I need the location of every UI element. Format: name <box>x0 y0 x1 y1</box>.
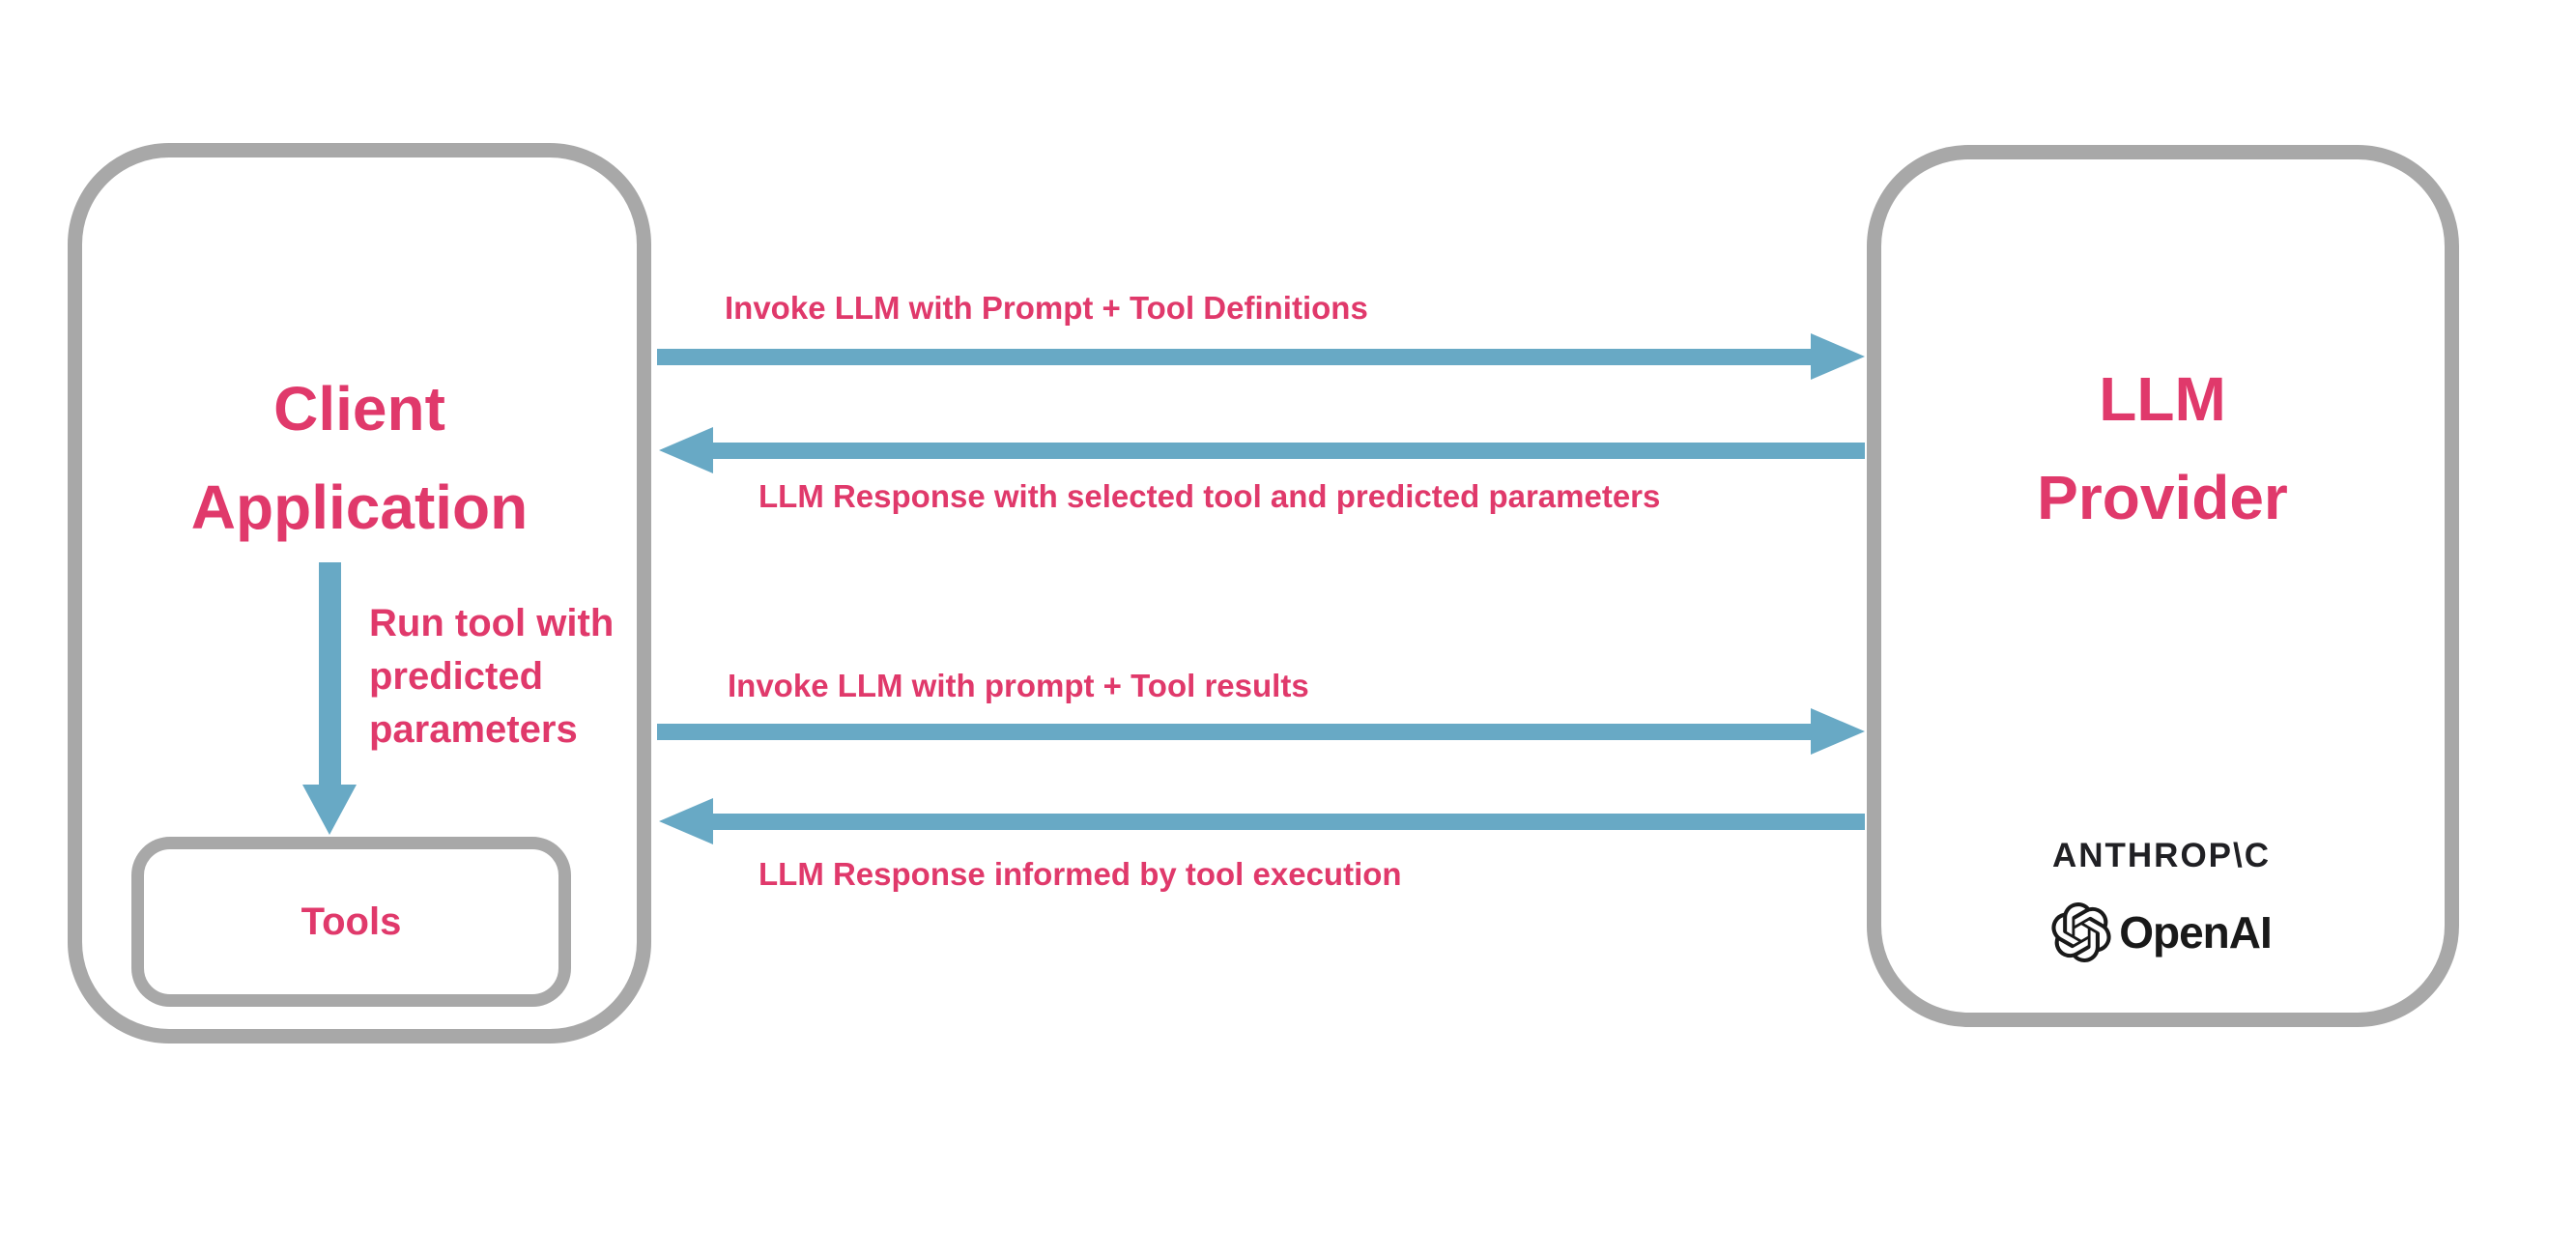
arrow-label-invoke-results: Invoke LLM with prompt + Tool results <box>728 668 1309 703</box>
arrow-invoke-results-head <box>1811 708 1865 755</box>
run-tool-arrow-head <box>302 785 357 835</box>
arrow-label-invoke-definitions: Invoke LLM with Prompt + Tool Definition… <box>725 290 1368 326</box>
tools-label: Tools <box>301 900 402 943</box>
llm-provider-title: LLM Provider <box>2037 364 2288 532</box>
arrow-response-informed-head <box>659 798 713 844</box>
run-tool-arrow-shaft <box>319 562 341 786</box>
run-tool-arrow-label: Run tool with predicted parameters <box>369 602 615 751</box>
anthropic-logo-wordmark: ANTHROP\C <box>2051 837 2272 874</box>
openai-flower-icon <box>2051 902 2111 962</box>
arrow-response-selected-head <box>659 427 713 473</box>
arrow-invoke-results-shaft <box>657 724 1811 740</box>
openai-logo-row: OpenAI <box>1954 902 2369 962</box>
tools-box: Tools <box>131 837 571 1007</box>
arrow-invoke-definitions-head <box>1811 333 1865 380</box>
arrow-response-selected-shaft <box>713 443 1865 459</box>
openai-logo-wordmark: OpenAI <box>2119 907 2273 958</box>
client-application-title: Client Application <box>190 374 529 542</box>
arrow-label-response-selected: LLM Response with selected tool and pred… <box>758 478 1661 514</box>
arrow-label-response-informed: LLM Response informed by tool execution <box>758 856 1402 892</box>
arrow-invoke-definitions-shaft <box>657 349 1811 365</box>
arrow-response-informed-shaft <box>713 814 1865 830</box>
llm-provider-box <box>1867 145 2459 1027</box>
